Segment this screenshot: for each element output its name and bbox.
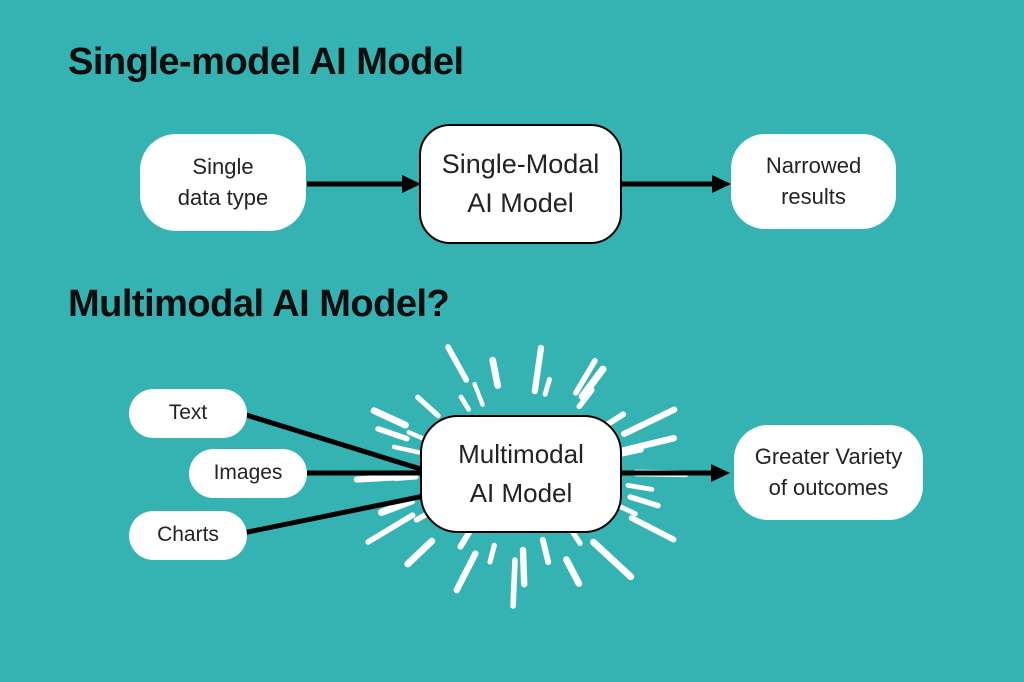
arrow-model-to-outcome-head [711, 464, 730, 482]
node-label-line: Narrowed [765, 153, 862, 179]
node-label-line: Images [213, 461, 283, 485]
node-single-data-type: Single data type [140, 134, 306, 231]
sunburst-rays [353, 344, 689, 609]
section-multi-heading: Multimodal AI Model? [68, 283, 450, 325]
node-narrowed-results: Narrowed results [731, 134, 896, 229]
line-charts-to-model [242, 493, 425, 536]
node-input-text: Text [129, 389, 247, 438]
arrow-source-to-model-head [402, 175, 421, 193]
node-multimodal-ai-model: Multimodal AI Model [420, 415, 622, 533]
node-label-line: results [781, 183, 846, 209]
node-label-line: AI Model [467, 188, 574, 218]
node-label-line: Single-Modal [441, 148, 600, 179]
line-text-to-model [242, 411, 425, 473]
section-single-heading: Single-model AI Model [68, 41, 464, 83]
node-greater-variety-outcomes: Greater Variety of outcomes [734, 425, 923, 520]
node-label-line: AI Model [469, 478, 573, 508]
node-label-line: of outcomes [768, 474, 889, 500]
connector-lines [242, 175, 731, 536]
node-label-line: Greater Variety [754, 444, 903, 470]
arrow-model-to-result-head [712, 175, 731, 193]
node-input-images: Images [189, 449, 307, 498]
node-label-line: Multimodal [458, 439, 584, 469]
node-input-charts: Charts [129, 511, 247, 560]
node-single-modal-ai-model: Single-Modal AI Model [419, 124, 622, 244]
node-label-line: Text [168, 401, 208, 425]
node-label-line: data type [177, 184, 269, 210]
node-label-line: Charts [157, 523, 219, 547]
node-label-line: Single [192, 154, 254, 180]
